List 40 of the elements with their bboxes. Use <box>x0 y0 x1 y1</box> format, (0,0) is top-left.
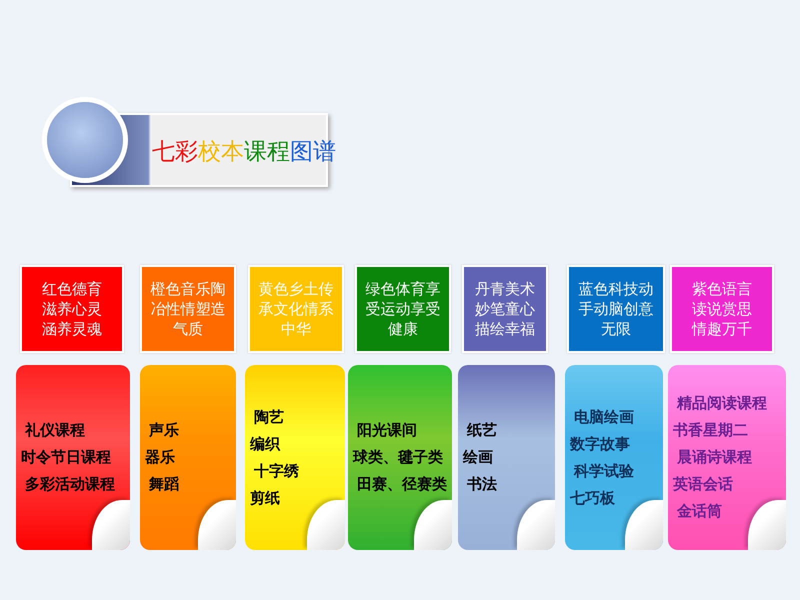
course-name: 器乐 <box>145 448 175 467</box>
course-name: 十字绣 <box>254 462 299 480</box>
course-card <box>458 365 555 550</box>
course-name: 科学试验 <box>574 462 634 480</box>
course-name: 礼仪课程 <box>25 421 85 440</box>
course-name: 舞蹈 <box>149 475 179 494</box>
course-name: 球类、毽子类 <box>353 448 443 467</box>
course-name: 田赛、径赛类 <box>357 475 447 494</box>
course-card <box>245 365 345 550</box>
course-name: 金话筒 <box>677 502 722 521</box>
course-card <box>348 365 452 550</box>
category-box: 丹青美术妙笔童心描绘幸福 <box>462 265 548 353</box>
course-card <box>16 365 130 550</box>
category-box: 黄色乡土传承文化情系中华 <box>248 265 344 353</box>
title-heading: 七彩校本课程图谱 <box>152 138 336 167</box>
course-name: 精品阅读课程 <box>677 394 767 413</box>
course-name: 七巧板 <box>570 488 615 508</box>
category-box: 紫色语言读说赏思情趣万千 <box>670 265 774 353</box>
course-name: 纸艺 <box>467 421 497 440</box>
course-card <box>140 365 236 550</box>
course-name: 陶艺 <box>254 408 284 426</box>
course-name: 阳光课间 <box>357 421 417 440</box>
course-name: 时令节日课程 <box>21 448 111 467</box>
course-card <box>668 365 786 550</box>
category-box: 蓝色科技动手动脑创意无限 <box>567 265 665 353</box>
course-name: 声乐 <box>149 421 179 440</box>
category-box: 绿色体育享受运动享受健康 <box>355 265 451 353</box>
course-name: 电脑绘画 <box>574 408 634 426</box>
category-box: 红色德育滋养心灵涵养灵魂 <box>20 265 124 353</box>
course-name: 编织 <box>250 434 280 454</box>
course-name: 绘画 <box>463 448 493 467</box>
course-card <box>565 365 663 550</box>
course-name: 英语会话 <box>673 475 733 494</box>
course-name: 多彩活动课程 <box>25 475 115 494</box>
course-name: 书香星期二 <box>673 421 748 440</box>
category-box: 橙色音乐陶冶性情塑造气质 <box>140 265 236 353</box>
course-name: 晨诵诗课程 <box>677 448 752 467</box>
course-name: 数字故事 <box>570 434 630 454</box>
course-name: 书法 <box>467 475 497 494</box>
course-name: 剪纸 <box>250 488 280 508</box>
